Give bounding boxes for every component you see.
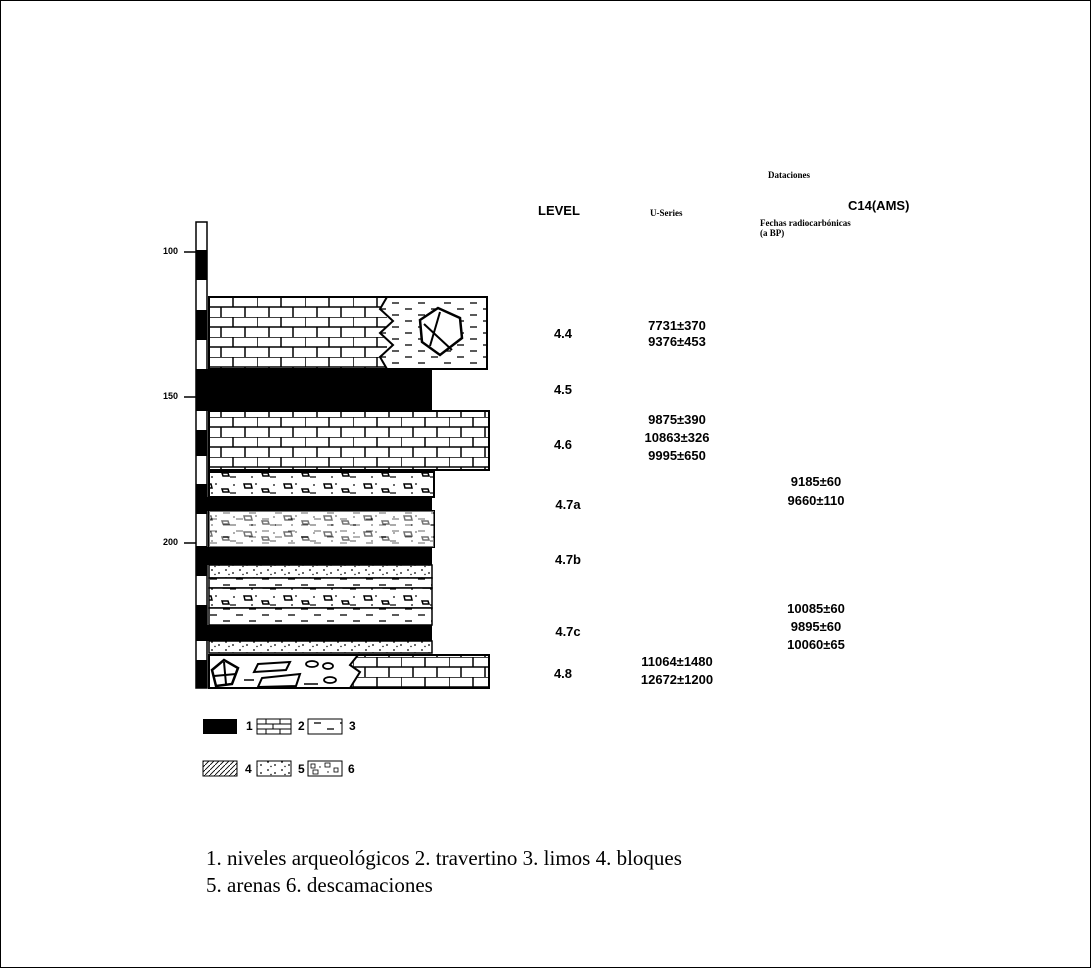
dataciones-heading: Dataciones [768, 170, 810, 180]
legend-swatch-4 [203, 761, 237, 776]
legend-swatch-5 [257, 761, 291, 776]
fechas-unit: (a BP) [760, 228, 784, 238]
layer-4-4 [209, 297, 487, 369]
level-heading: LEVEL [538, 203, 580, 218]
legend-swatches [203, 719, 342, 776]
legend-swatch-1 [203, 719, 237, 734]
useries-date: 11064±1480 [617, 654, 737, 670]
level-label-4-7a: 4.7a [533, 497, 603, 512]
level-label-4-7c: 4.7c [533, 624, 603, 639]
legend-label-1: 1 [246, 719, 253, 733]
useries-date: 10863±326 [617, 430, 737, 446]
useries-date: 7731±370 [617, 318, 737, 334]
legend-label-4: 4 [245, 762, 252, 776]
level-label-4-4: 4.4 [528, 326, 598, 341]
depth-scale-bar [184, 222, 207, 688]
useries-date: 9875±390 [617, 412, 737, 428]
scale-label-200: 200 [163, 537, 178, 547]
legend-label-5: 5 [298, 762, 305, 776]
legend-label-2: 2 [298, 719, 305, 733]
c14-date: 9660±110 [756, 493, 876, 509]
c14-date: 10060±65 [756, 637, 876, 653]
useries-date: 12672±1200 [617, 672, 737, 688]
level-label-4-5: 4.5 [528, 382, 598, 397]
level-label-4-6: 4.6 [528, 437, 598, 452]
caption-line-2: 5. arenas 6. descamaciones [206, 873, 433, 898]
scale-label-150: 150 [163, 391, 178, 401]
layer-4-7a [196, 472, 434, 547]
fechas-heading: Fechas radiocarbónicas [760, 218, 851, 228]
legend-label-6: 6 [348, 762, 355, 776]
level-label-4-7b: 4.7b [533, 552, 603, 567]
layer-4-6 [209, 411, 489, 470]
useries-date: 9995±650 [617, 448, 737, 464]
level-label-4-8: 4.8 [528, 666, 598, 681]
layer-4-5 [196, 369, 432, 411]
c14-date: 9185±60 [756, 474, 876, 490]
useries-heading: U-Series [650, 208, 683, 218]
c14-date: 9895±60 [756, 619, 876, 635]
useries-date: 9376±453 [617, 334, 737, 350]
caption-line-1: 1. niveles arqueológicos 2. travertino 3… [206, 846, 682, 871]
legend-label-3: 3 [349, 719, 356, 733]
c14-date: 10085±60 [756, 601, 876, 617]
layer-4-7c [196, 588, 432, 653]
legend-swatch-3 [308, 719, 342, 734]
scale-label-100: 100 [163, 246, 178, 256]
legend-swatch-2 [257, 719, 291, 734]
c14-heading: C14(AMS) [848, 198, 909, 213]
layer-4-8 [209, 655, 489, 688]
layer-4-7b [196, 547, 432, 588]
